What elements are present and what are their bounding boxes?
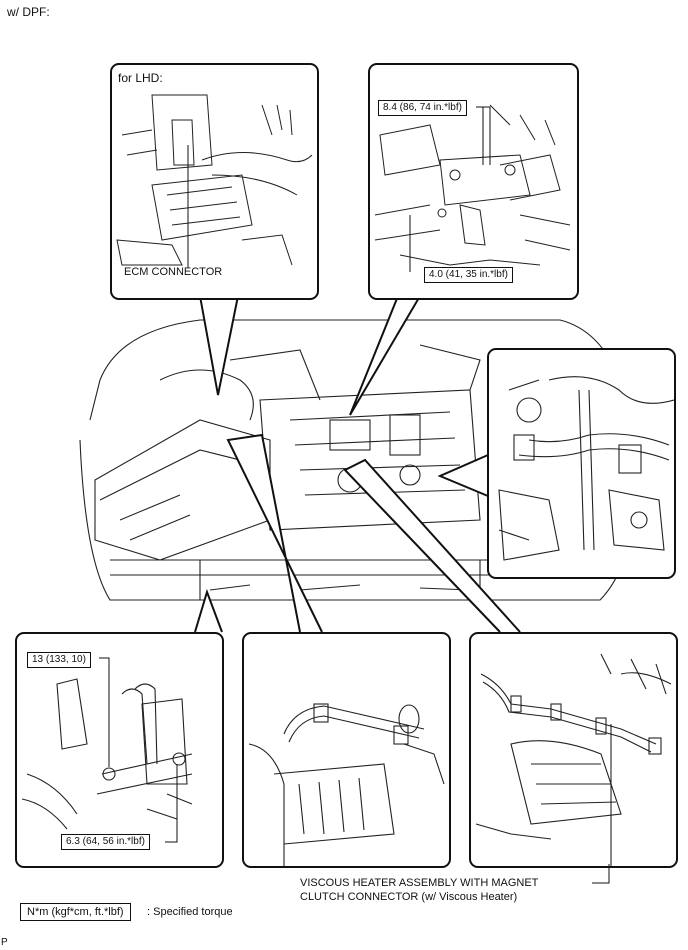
heater-pipe-illustration: [475, 653, 672, 866]
panel-lhd: for LHD: ECM CONNECTOR: [110, 63, 319, 300]
panel-bottom-left: 13 (133, 10) 6.3 (64, 56 in.*lbf): [15, 632, 224, 868]
footer-code: P: [1, 937, 8, 948]
bracket-bolt-illustration: [374, 104, 571, 272]
torque-label-6-3: 6.3 (64, 56 in.*lbf): [61, 834, 150, 850]
hose-clip-illustration: [248, 703, 445, 866]
torque-label-upper: 8.4 (86, 74 in.*lbf): [378, 100, 467, 116]
pipe-clamp-illustration: [21, 657, 193, 843]
torque-label-lower: 4.0 (41, 35 in.*lbf): [424, 267, 513, 283]
viscous-heater-callout-line1: VISCOUS HEATER ASSEMBLY WITH MAGNET: [300, 877, 539, 889]
panel-bottom-right: [469, 632, 678, 868]
lhd-title: for LHD:: [118, 71, 163, 85]
page-header: w/ DPF:: [7, 5, 50, 19]
viscous-heater-callout-line2: CLUTCH CONNECTOR (w/ Viscous Heater): [300, 891, 518, 903]
panel-top-right: 8.4 (86, 74 in.*lbf) 4.0 (41, 35 in.*lbf…: [368, 63, 579, 300]
ecm-connector-illustration: [116, 94, 313, 268]
panel-bottom-middle: [242, 632, 451, 868]
legend-torque-box: N*m (kgf*cm, ft.*lbf): [20, 903, 131, 921]
harness-illustration: [498, 376, 674, 561]
legend-description: : Specified torque: [147, 906, 233, 918]
panel-right-harness: [487, 348, 676, 579]
ecm-connector-label: ECM CONNECTOR: [124, 266, 223, 278]
torque-label-13: 13 (133, 10): [27, 652, 91, 668]
